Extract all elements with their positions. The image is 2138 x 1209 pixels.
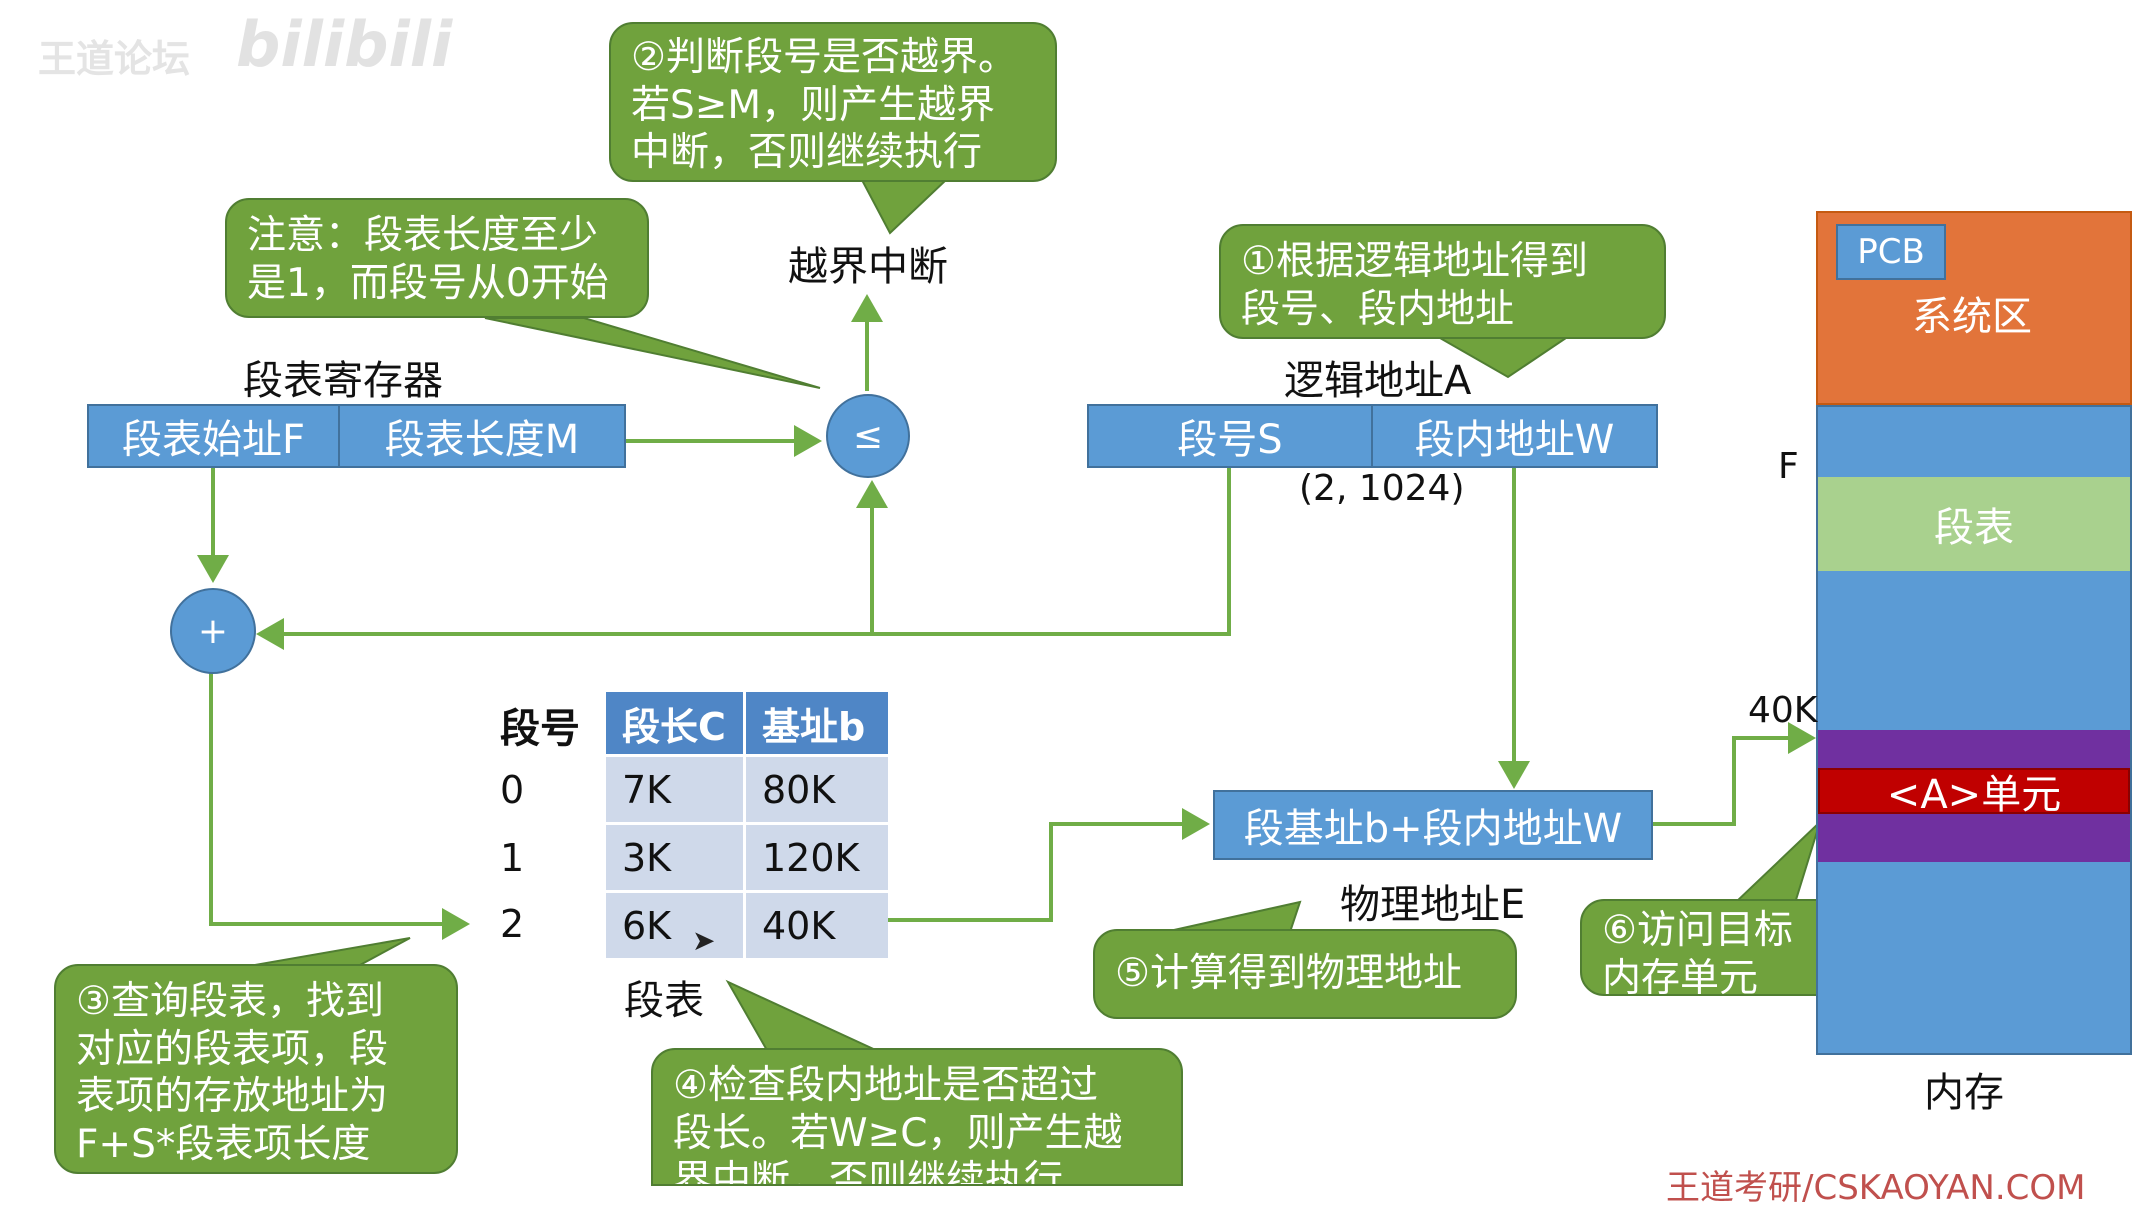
callout-step1: ①根据逻辑地址得到 段号、段内地址 [1219,224,1666,339]
system-area-label: 系统区 [1912,294,2032,340]
overflow-interrupt-label: 越界中断 [788,244,948,290]
memory-40k-label: 40K [1748,690,1818,731]
watermark-left: 王道论坛 [38,37,191,81]
segtable-row-len: 7K [606,754,746,822]
segment-offset-field: 段内地址W [1371,404,1658,468]
arrow-segno-to-plus [256,468,1231,650]
callout3-tail [254,937,411,966]
bilibili-logo: bilibili [236,8,453,81]
pcb-block: PCB [1836,224,1946,280]
callout-step2: ②判断段号是否越界。 若S≥M，则产生越界 中断，否则继续执行 [609,22,1057,182]
segtable-start-field: 段表始址F [87,404,340,468]
mouse-cursor-icon: ➤ [692,924,716,957]
callout5-tail [1164,900,1302,933]
segtable-length-field: 段表长度M [338,404,626,468]
callout-step4: ④检查段内地址是否超过 段长。若W≥C，则产生越 界中断，否则继续执行 [651,1048,1183,1186]
compare-node: ≤ [826,394,910,478]
segtable-number-header: 段号 [500,706,580,752]
physical-address-calc: 段基址b+段内地址W [1213,790,1653,860]
memory-target-unit: <A>单元 [1818,768,2130,818]
segtable-row-no: 2 [500,902,525,946]
physical-address-label: 物理地址E [1340,882,1526,928]
segtable-row-len: 6K [606,890,746,958]
arrow-plus-to-row2 [209,673,470,940]
callout-step6: ⑥访问目标 内存单元 [1580,899,1842,996]
callout-note: 注意：段表长度至少 是1，而段号从0开始 [225,198,649,318]
segtable-row-no: 1 [500,836,525,880]
segtable-header-length: 段长C [606,692,746,754]
segtable-row-len: 3K [606,822,746,890]
segtable-register-label: 段表寄存器 [243,358,443,404]
example-address: (2, 1024) [1299,468,1465,509]
callout-step3: ③查询段表，找到 对应的段表项，段 表项的存放地址为 F+S*段表项长度 [54,964,458,1174]
callout2-tail [860,179,949,235]
watermark-bottom: 王道考研/CSKAOYAN.COM [1666,1168,2086,1208]
callout4-tail [725,979,881,1053]
adder-node: + [170,588,256,674]
note-tail [484,317,821,389]
segtable-header-base: 基址b [746,692,888,754]
segtable-row-base: 40K [746,890,888,958]
logical-address-label: 逻辑地址A [1284,358,1472,404]
memory-segtable-block: 段表 [1818,477,2130,571]
memory-label: 内存 [1924,1070,2004,1116]
memory-F-label: F [1778,446,1799,487]
segtable-row-base: 120K [746,822,888,890]
callout-step5: ⑤计算得到物理地址 [1093,929,1517,1019]
arrow-base-to-physcalc [888,808,1210,922]
arrow-physcalc-to-memory [1652,722,1816,826]
callout6-tail [1732,818,1823,904]
segment-number-field: 段号S [1087,404,1373,468]
segtable-caption: 段表 [624,978,704,1024]
segtable-row-no: 0 [500,768,525,812]
segtable-row-base: 80K [746,754,888,822]
